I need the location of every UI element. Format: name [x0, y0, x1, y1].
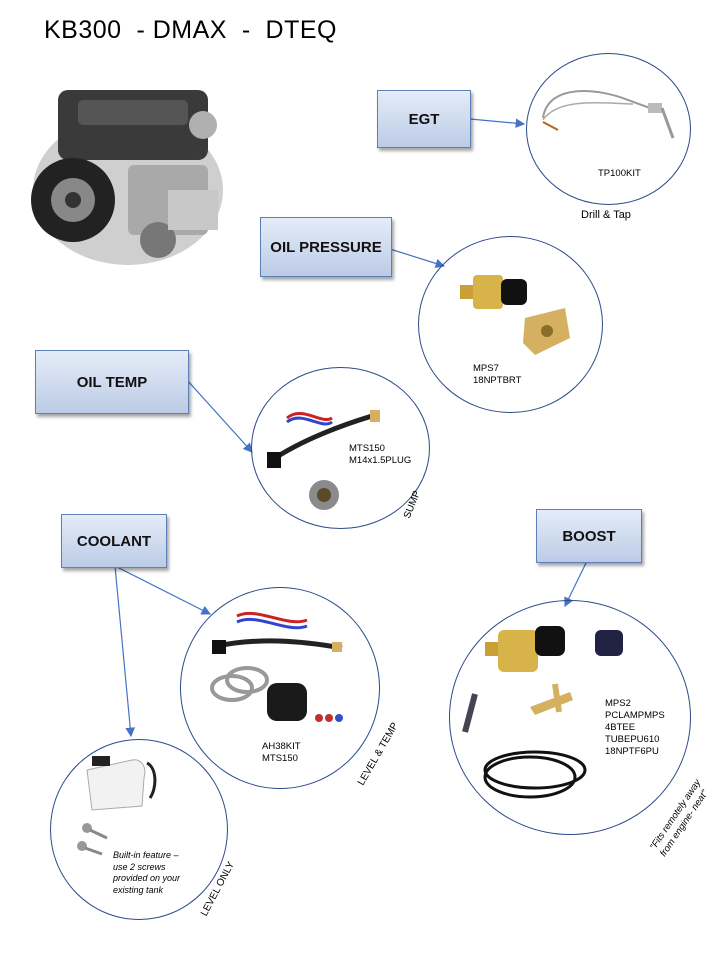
coolant-tank-image: [77, 756, 157, 856]
egt-part-number: TP100KIT: [598, 168, 641, 179]
oil-pressure-circle: [418, 236, 603, 413]
coolant-parts: AH38KIT MTS150: [262, 741, 301, 764]
coolant-sensor-kit-image: [210, 611, 343, 722]
egt-circle: [526, 53, 691, 205]
oil-pressure-parts: MPS7 18NPTBRT: [473, 363, 522, 386]
boost-label: BOOST: [536, 509, 642, 563]
oil-pressure-arrow: [389, 248, 446, 269]
boost-kit-image: [462, 626, 623, 799]
oil-temp-sensor-image: [267, 410, 380, 510]
engine-image: [31, 90, 223, 265]
page-title: KB300 - DMAX - DTEQ: [44, 16, 338, 44]
oil-temp-label: OIL TEMP: [35, 350, 189, 414]
boost-parts: MPS2 PCLAMPMPS 4BTEE TUBEPU610 18NPTF6PU: [605, 698, 665, 757]
egt-arrow: [469, 118, 526, 129]
oil-pressure-sensor-image: [460, 275, 570, 355]
oil-temp-parts: MTS150 M14x1.5PLUG: [349, 443, 412, 466]
egt-note: Drill & Tap: [581, 209, 631, 221]
oil-temp-circle: [251, 367, 430, 529]
egt-probe-image: [542, 90, 675, 139]
boost-arrow: [564, 560, 588, 608]
oil-pressure-label: OIL PRESSURE: [260, 217, 392, 277]
coolant-level-temp-circle: [180, 587, 380, 789]
coolant-level-text: Built-in feature – use 2 screws provided…: [113, 850, 181, 895]
oil-temp-arrow: [186, 379, 253, 453]
coolant-arrow-level-temp: [114, 565, 212, 615]
coolant-label: COOLANT: [61, 514, 167, 568]
coolant-arrow-level-only: [114, 565, 135, 738]
egt-label: EGT: [377, 90, 471, 148]
boost-circle: [449, 600, 691, 835]
coolant-level-only-circle: [50, 739, 228, 920]
